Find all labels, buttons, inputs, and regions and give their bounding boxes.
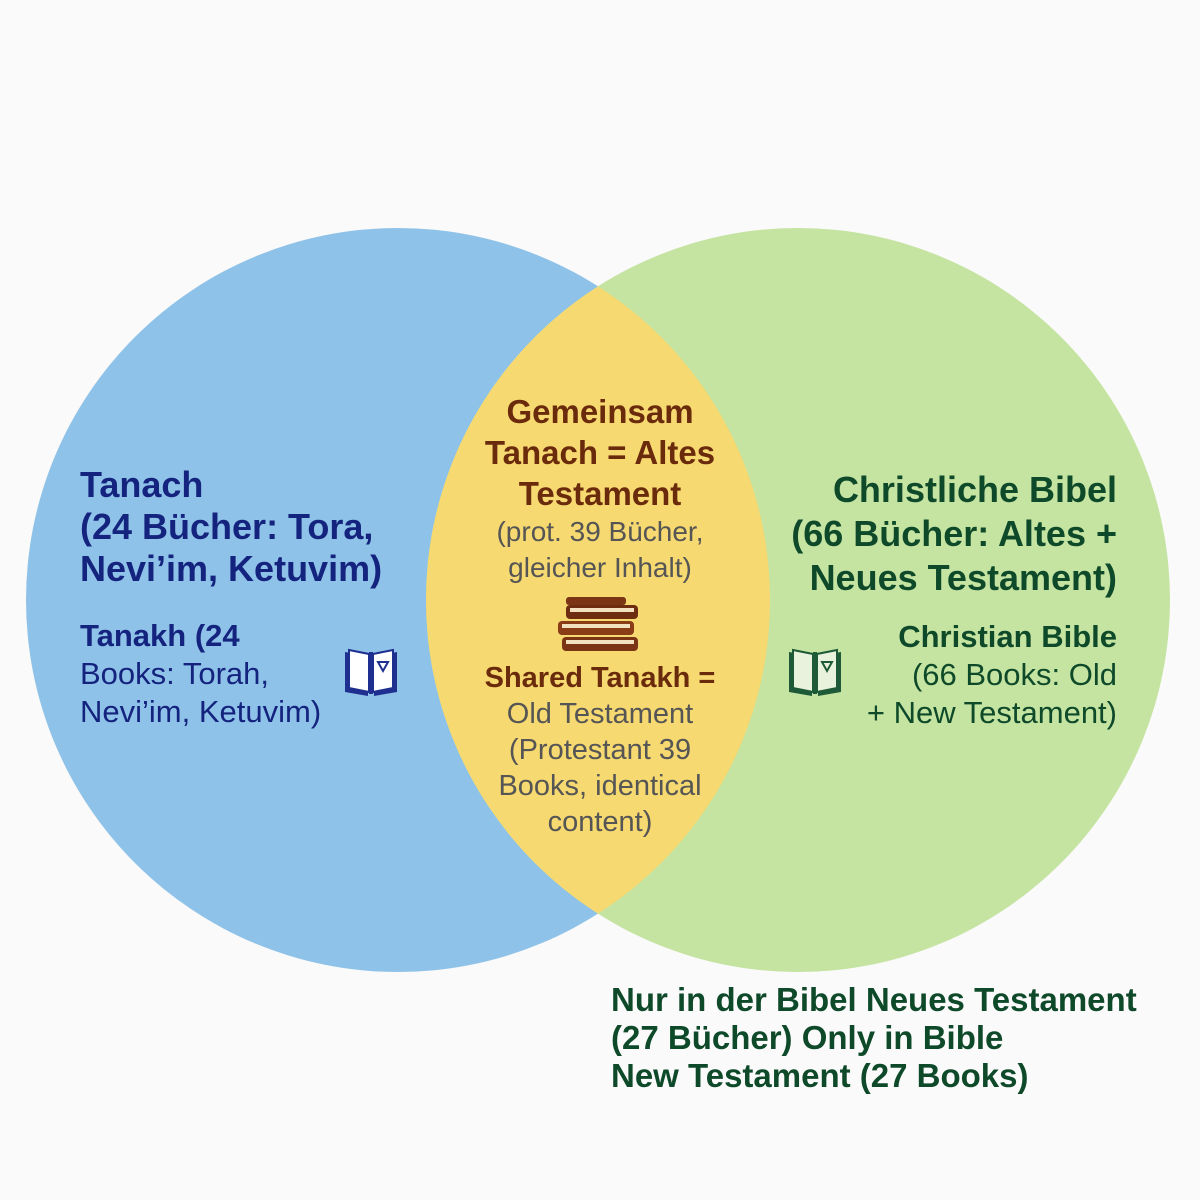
- bible-de-line-3: Neues Testament): [809, 557, 1117, 598]
- bible-label-english: Christian Bible (66 Books: Old + New Tes…: [867, 618, 1117, 732]
- note-line-2: (27 Bücher) Only in Bible: [611, 1019, 1004, 1056]
- shared-de-sub-2: gleicher Inhalt): [508, 552, 692, 583]
- tanakh-de-line-2: (24 Bücher: Tora,: [80, 506, 374, 547]
- shared-en-title: Shared Tanakh =: [484, 662, 716, 694]
- bible-de-line-1: Christliche Bibel: [832, 469, 1117, 510]
- tanakh-label-german: Tanach (24 Bücher: Tora, Nevi’im, Ketuvi…: [80, 464, 382, 590]
- bible-label-german: Christliche Bibel (66 Bücher: Altes + Ne…: [791, 468, 1117, 600]
- tanakh-en-line-3: Nevi’im, Ketuvim): [80, 694, 322, 729]
- bible-en-sub-2: + New Testament): [866, 695, 1117, 730]
- book-stack-icon: [558, 597, 638, 651]
- shared-en-sub-3: Books, identical: [498, 770, 702, 802]
- shared-de-title-1: Gemeinsam: [506, 393, 694, 430]
- open-book-icon: [345, 648, 397, 696]
- shared-de-sub-1: (prot. 39 Bücher,: [496, 516, 704, 547]
- tanakh-en-line-2: Books: Torah,: [80, 656, 269, 691]
- overlap-region: [426, 228, 770, 972]
- shared-label-german: Gemeinsam Tanach = Altes Testament (prot…: [450, 391, 750, 586]
- shared-de-title-3: Testament: [518, 475, 682, 512]
- shared-de-title-2: Tanach = Altes: [484, 434, 716, 471]
- new-testament-note: Nur in der Bibel Neues Testament (27 Büc…: [611, 981, 1137, 1095]
- shared-en-sub-2: (Protestant 39: [508, 734, 692, 766]
- tanakh-de-line-1: Tanach: [80, 464, 204, 505]
- open-book-icon: [789, 648, 841, 696]
- tanakh-label-english: Tanakh (24 Books: Torah, Nevi’im, Ketuvi…: [80, 617, 321, 731]
- bible-en-title: Christian Bible: [898, 619, 1117, 654]
- tanakh-en-line-1: Tanakh (24: [80, 618, 240, 653]
- bible-en-sub-1: (66 Books: Old: [911, 657, 1117, 692]
- bible-de-line-2: (66 Bücher: Altes +: [791, 513, 1117, 554]
- tanakh-de-line-3: Nevi’im, Ketuvim): [80, 548, 383, 589]
- note-line-1: Nur in der Bibel Neues Testament: [611, 981, 1137, 1018]
- shared-label-english: Shared Tanakh = Old Testament (Protestan…: [440, 660, 760, 840]
- shared-en-sub-4: content): [547, 806, 653, 838]
- note-line-3: New Testament (27 Books): [611, 1057, 1029, 1094]
- shared-en-sub-1: Old Testament: [506, 698, 694, 730]
